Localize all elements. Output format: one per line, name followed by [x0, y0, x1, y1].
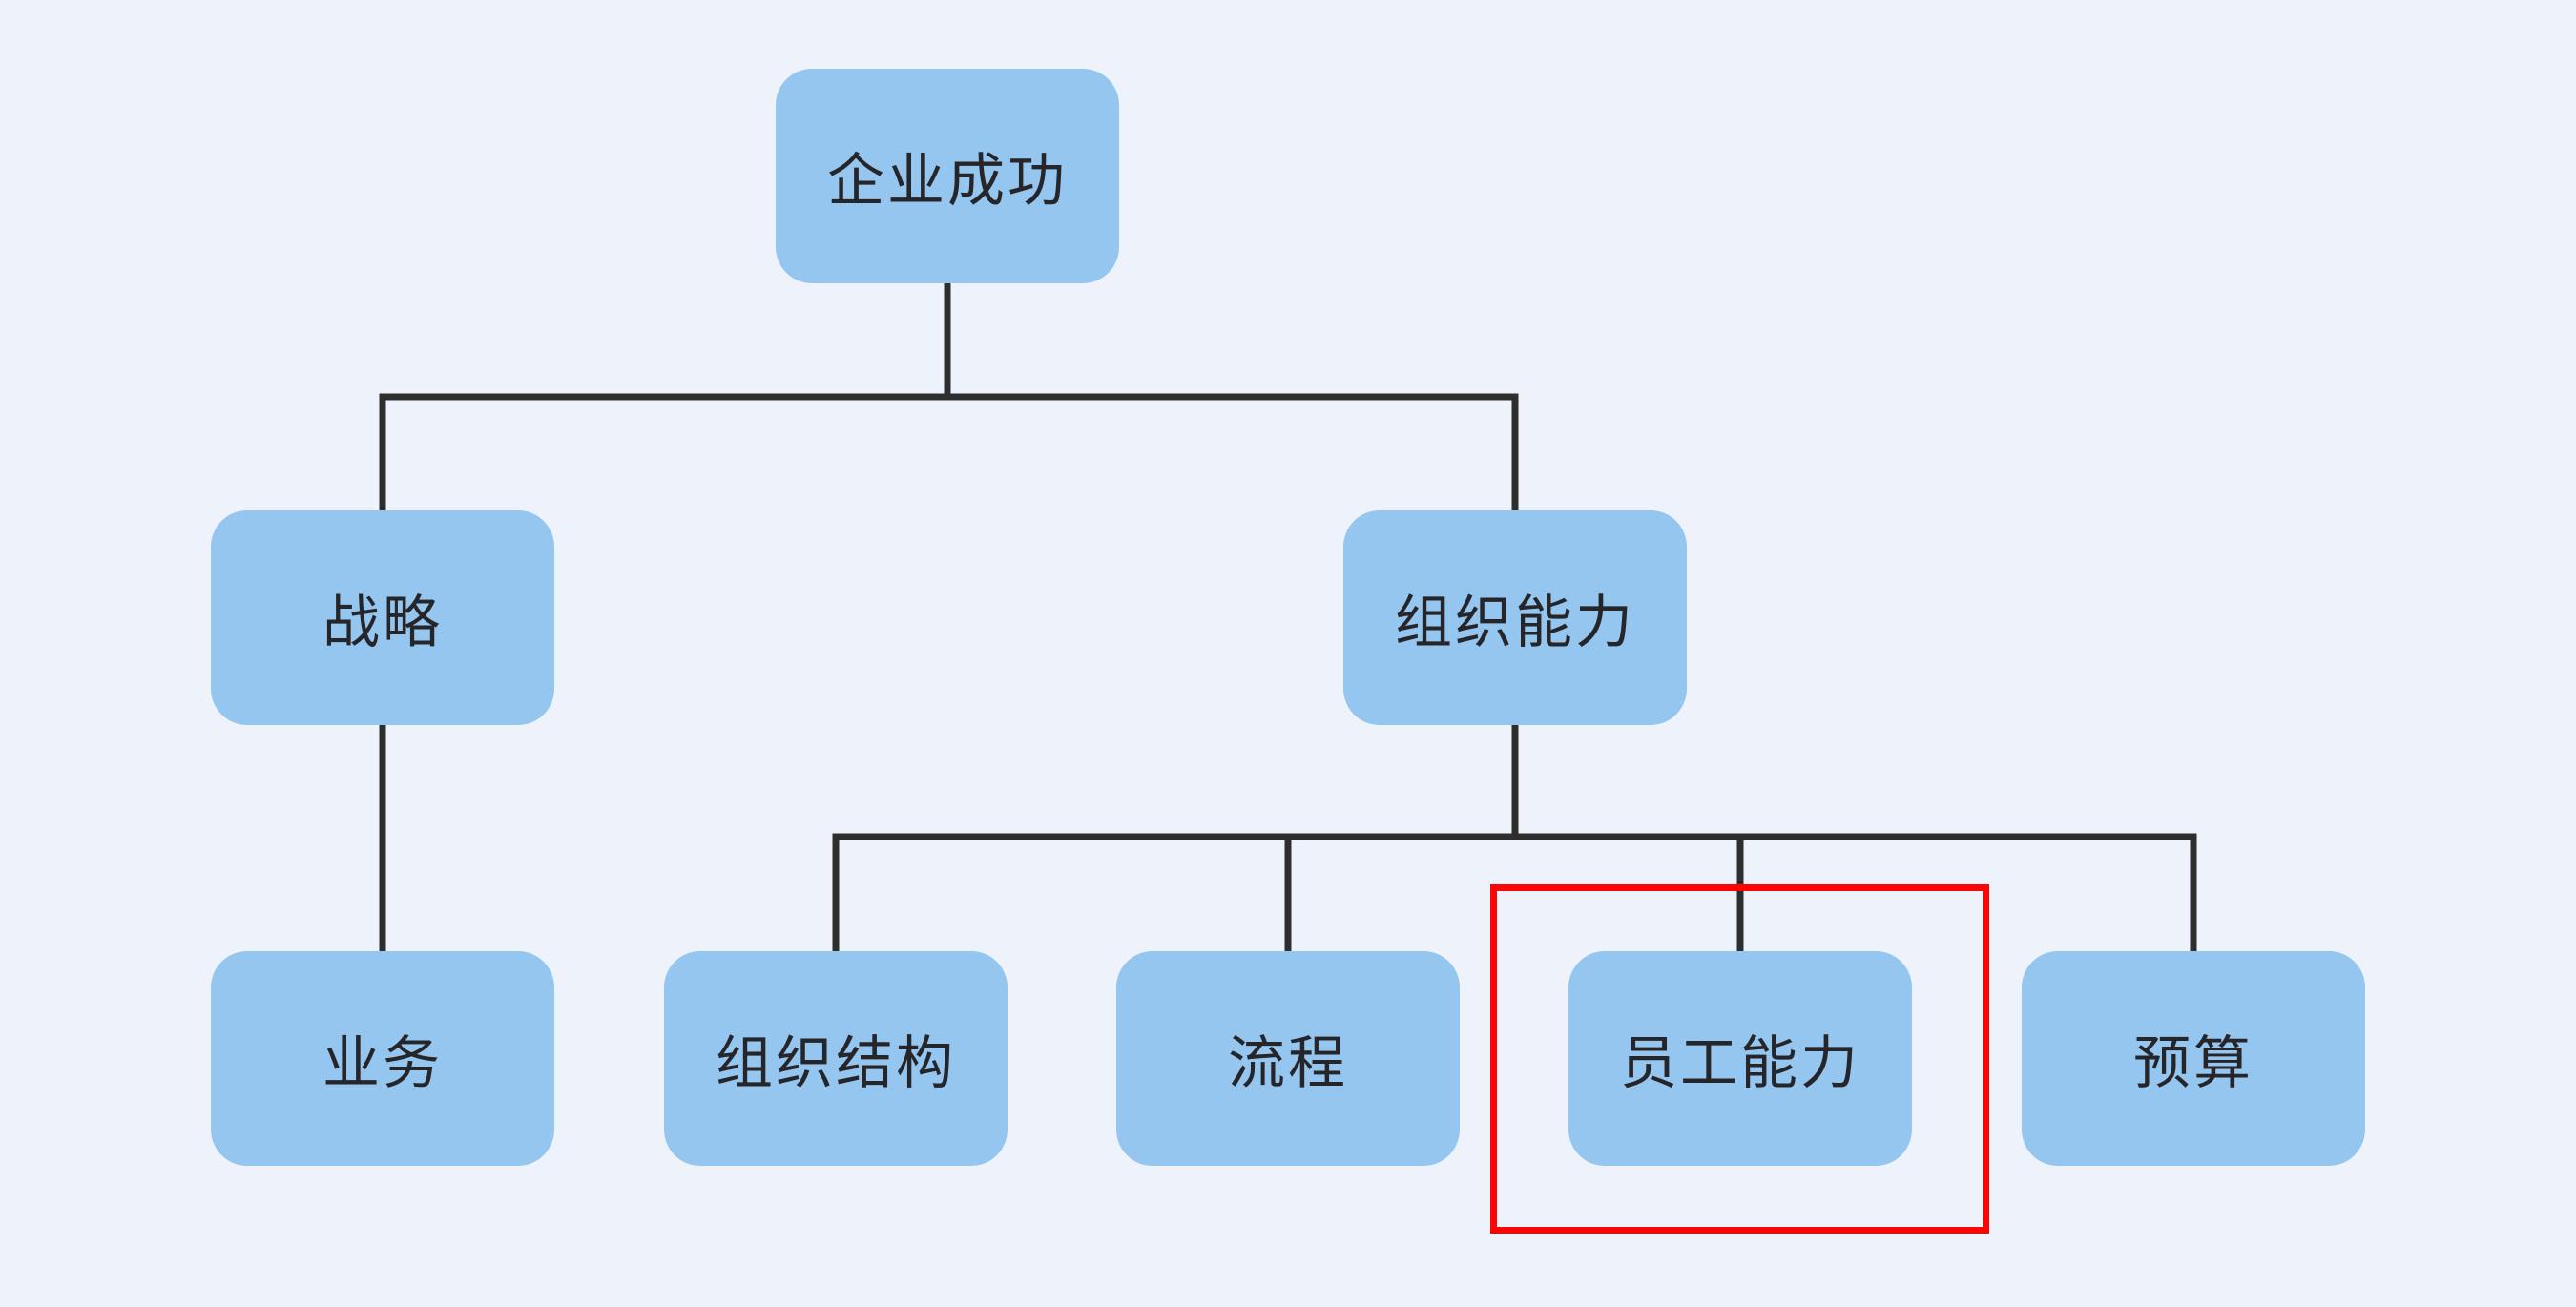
- node-employee-capability[interactable]: 员工能力: [1568, 951, 1912, 1166]
- node-org-capability[interactable]: 组织能力: [1343, 510, 1687, 725]
- node-strategy[interactable]: 战略: [211, 510, 554, 725]
- node-process[interactable]: 流程: [1116, 951, 1460, 1166]
- selection-highlight-box: [1490, 884, 1989, 1234]
- node-enterprise-success[interactable]: 企业成功: [776, 69, 1119, 283]
- node-budget[interactable]: 预算: [2022, 951, 2365, 1166]
- node-org-structure[interactable]: 组织结构: [664, 951, 1008, 1166]
- node-business[interactable]: 业务: [211, 951, 554, 1166]
